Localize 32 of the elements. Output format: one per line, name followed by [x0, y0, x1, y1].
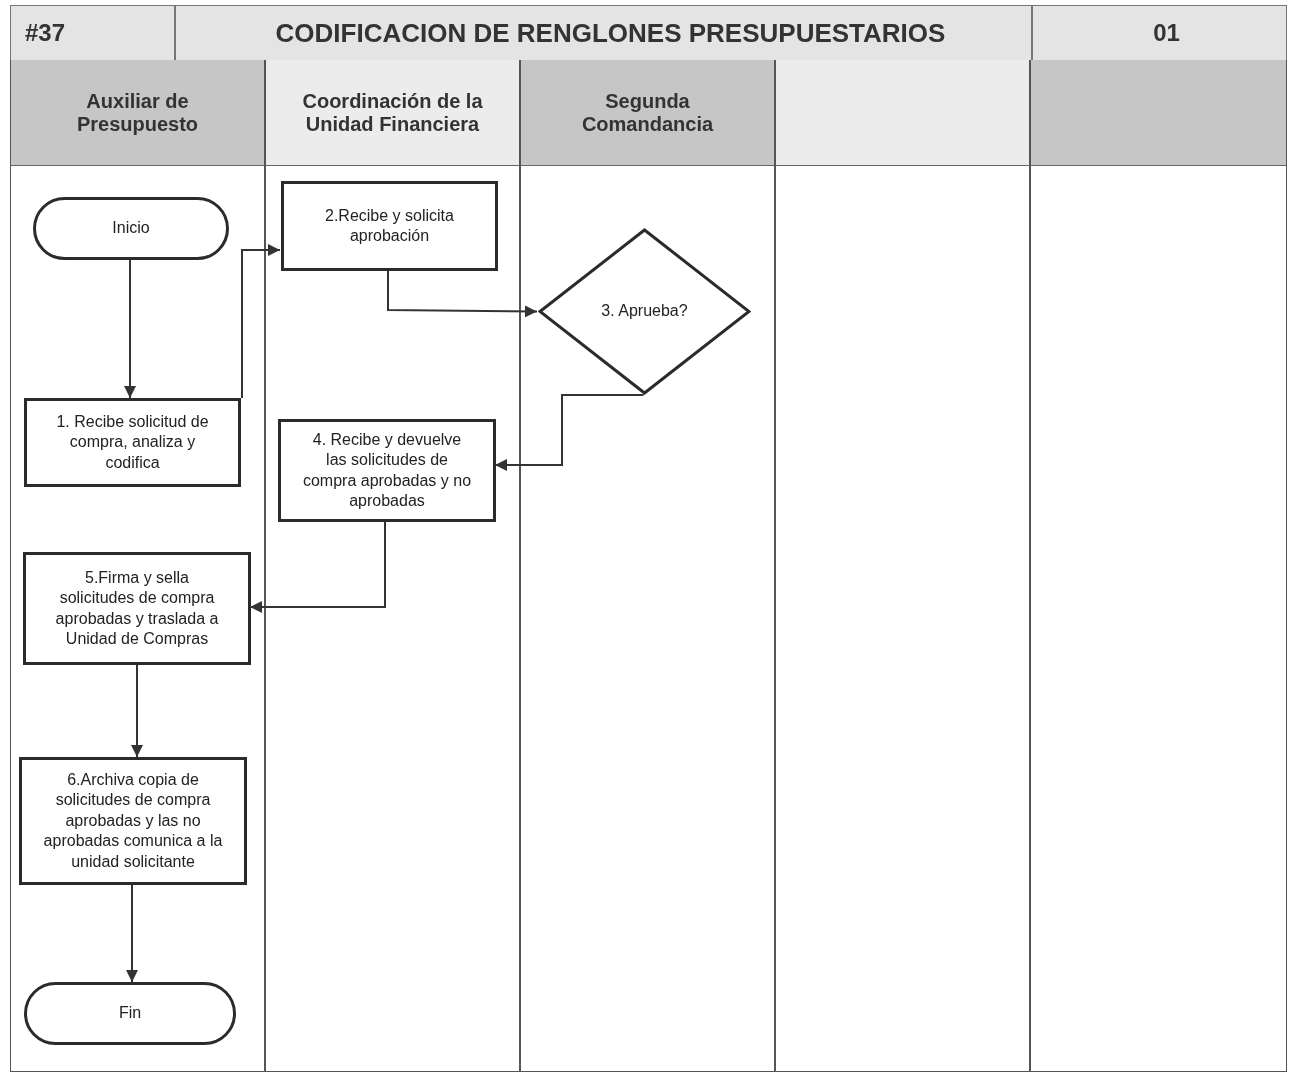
arrow: [249, 521, 386, 613]
process-box: [278, 419, 496, 522]
step-text: 3. Aprueba?: [601, 301, 688, 322]
process-box: [19, 757, 247, 885]
arrow: [494, 394, 645, 471]
step-text: Inicio: [112, 218, 150, 239]
arrow: [131, 664, 143, 758]
arrow: [126, 884, 138, 983]
lane-title: Coordinación de la Unidad Financiera: [301, 89, 484, 136]
step-text: Fin: [118, 1003, 142, 1024]
step-text: 2.Recibe y solicita aprobación: [324, 205, 455, 246]
process-box: [23, 552, 251, 665]
arrow: [241, 244, 281, 399]
step-text: 1. Recibe solicitud de compra, analiza y codifica: [55, 411, 210, 473]
step-text: 5.Firma y sella solicitudes de compra aprobadas y traslada a Unidad de Compras: [54, 567, 220, 649]
step-text: 6.Archiva copia de solicitudes de compra aprobadas y las no aprobadas comunica a la unidad solicitante: [42, 769, 224, 872]
step-text: 4. Recibe y devuelve las solicitudes de compra aprobadas y no aprobadas: [301, 429, 473, 511]
process-box: [281, 181, 498, 271]
swimlane: [775, 60, 1030, 1072]
arrow: [124, 259, 136, 399]
lane-title: Segunda Comandancia: [580, 89, 715, 136]
swimlane: [265, 60, 520, 1072]
document-number: #37: [25, 19, 66, 47]
diagram-title: CODIFICACION DE RENGLONES PRESUPUESTARIOS: [275, 17, 946, 49]
arrow: [387, 270, 538, 318]
swimlane: [520, 60, 775, 1072]
page-number: 01: [1153, 19, 1180, 47]
lane-title: Auxiliar de Presupuesto: [75, 89, 200, 136]
swimlane: [10, 60, 265, 1072]
process-box: [24, 398, 241, 487]
decision-diamond: [538, 228, 751, 395]
swimlane: [1030, 60, 1287, 1072]
